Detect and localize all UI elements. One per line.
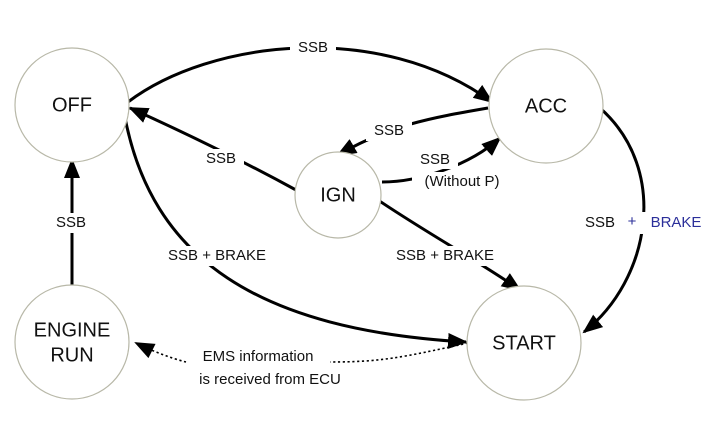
- label-start-to-engine-run-2: is received from ECU: [199, 371, 341, 388]
- label-off-to-start: SSB + BRAKE: [168, 247, 266, 264]
- state-acc-label: ACC: [525, 95, 567, 117]
- edge-ign-to-start: [377, 198, 522, 292]
- edge-off-to-start: [122, 111, 468, 349]
- state-start: START: [466, 285, 582, 401]
- label-acc-to-start-brake: BRAKE: [651, 214, 702, 231]
- state-ign-label: IGN: [320, 184, 356, 206]
- edge-start-to-engine-run: [329, 342, 469, 363]
- label-acc-to-ign: SSB: [374, 122, 404, 139]
- edge-start-to-engine-run-tail: [134, 342, 187, 363]
- state-start-label: START: [492, 332, 556, 354]
- state-engine-run-label-2: RUN: [50, 344, 93, 366]
- state-off: OFF: [14, 47, 130, 163]
- state-off-label: OFF: [52, 94, 92, 116]
- label-off-to-acc: SSB: [298, 39, 328, 56]
- label-ign-to-start: SSB + BRAKE: [396, 247, 494, 264]
- label-engine-run-to-off: SSB: [56, 214, 86, 231]
- label-start-to-engine-run-1: EMS information: [203, 348, 314, 365]
- edge-acc-to-ign: [336, 106, 489, 157]
- label-ign-to-acc-1: SSB: [420, 151, 450, 168]
- label-acc-to-start-plus: +: [628, 213, 637, 230]
- state-acc: ACC: [488, 48, 604, 164]
- label-ign-to-off: SSB: [206, 150, 236, 167]
- state-engine-run-label-1: ENGINE: [34, 319, 111, 341]
- label-ign-to-acc-2: (Without P): [424, 173, 499, 190]
- state-ign: IGN: [294, 151, 382, 239]
- state-engine-run: ENGINE RUN: [14, 284, 130, 400]
- label-acc-to-start-ssb: SSB: [585, 214, 615, 231]
- edge-ign-to-acc: [381, 136, 502, 184]
